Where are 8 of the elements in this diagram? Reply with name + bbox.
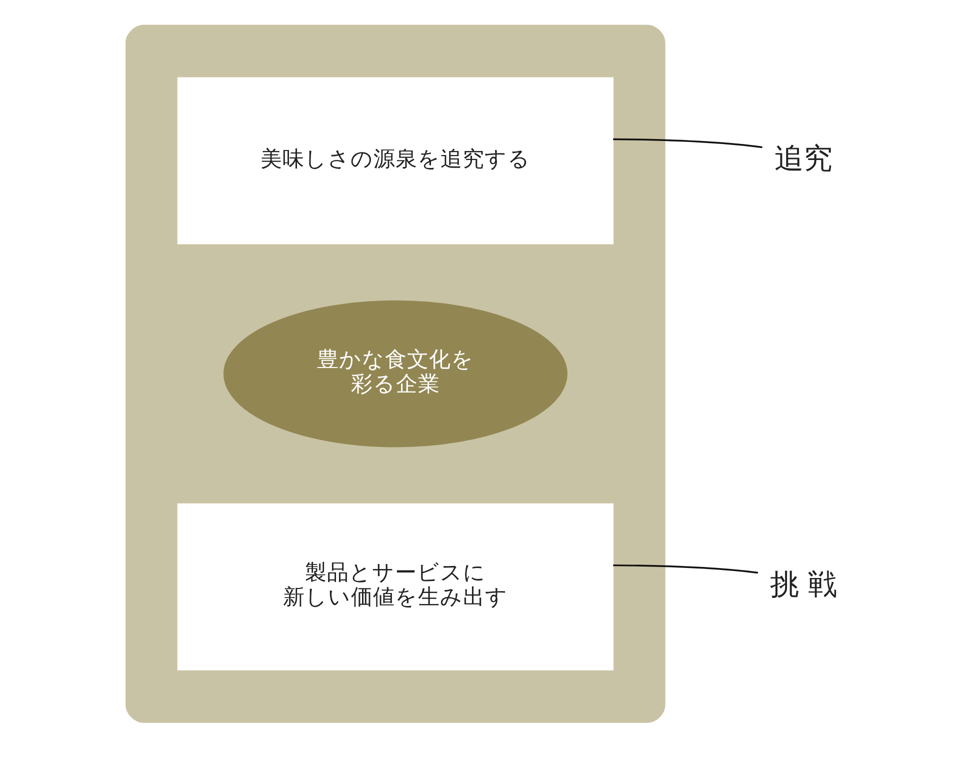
cluster	[126, 24, 666, 723]
node-box: 製品とサービスに新しい価値を生み出す	[177, 503, 614, 670]
connector	[613, 564, 758, 574]
node-box: 美味しさの源泉を追究する	[177, 77, 614, 244]
node-text: 追究	[774, 140, 833, 175]
node-ellipse: 豊かな食文化を彩る企業	[223, 300, 568, 448]
node-text: 挑 戦	[770, 567, 838, 602]
connector	[613, 138, 762, 148]
